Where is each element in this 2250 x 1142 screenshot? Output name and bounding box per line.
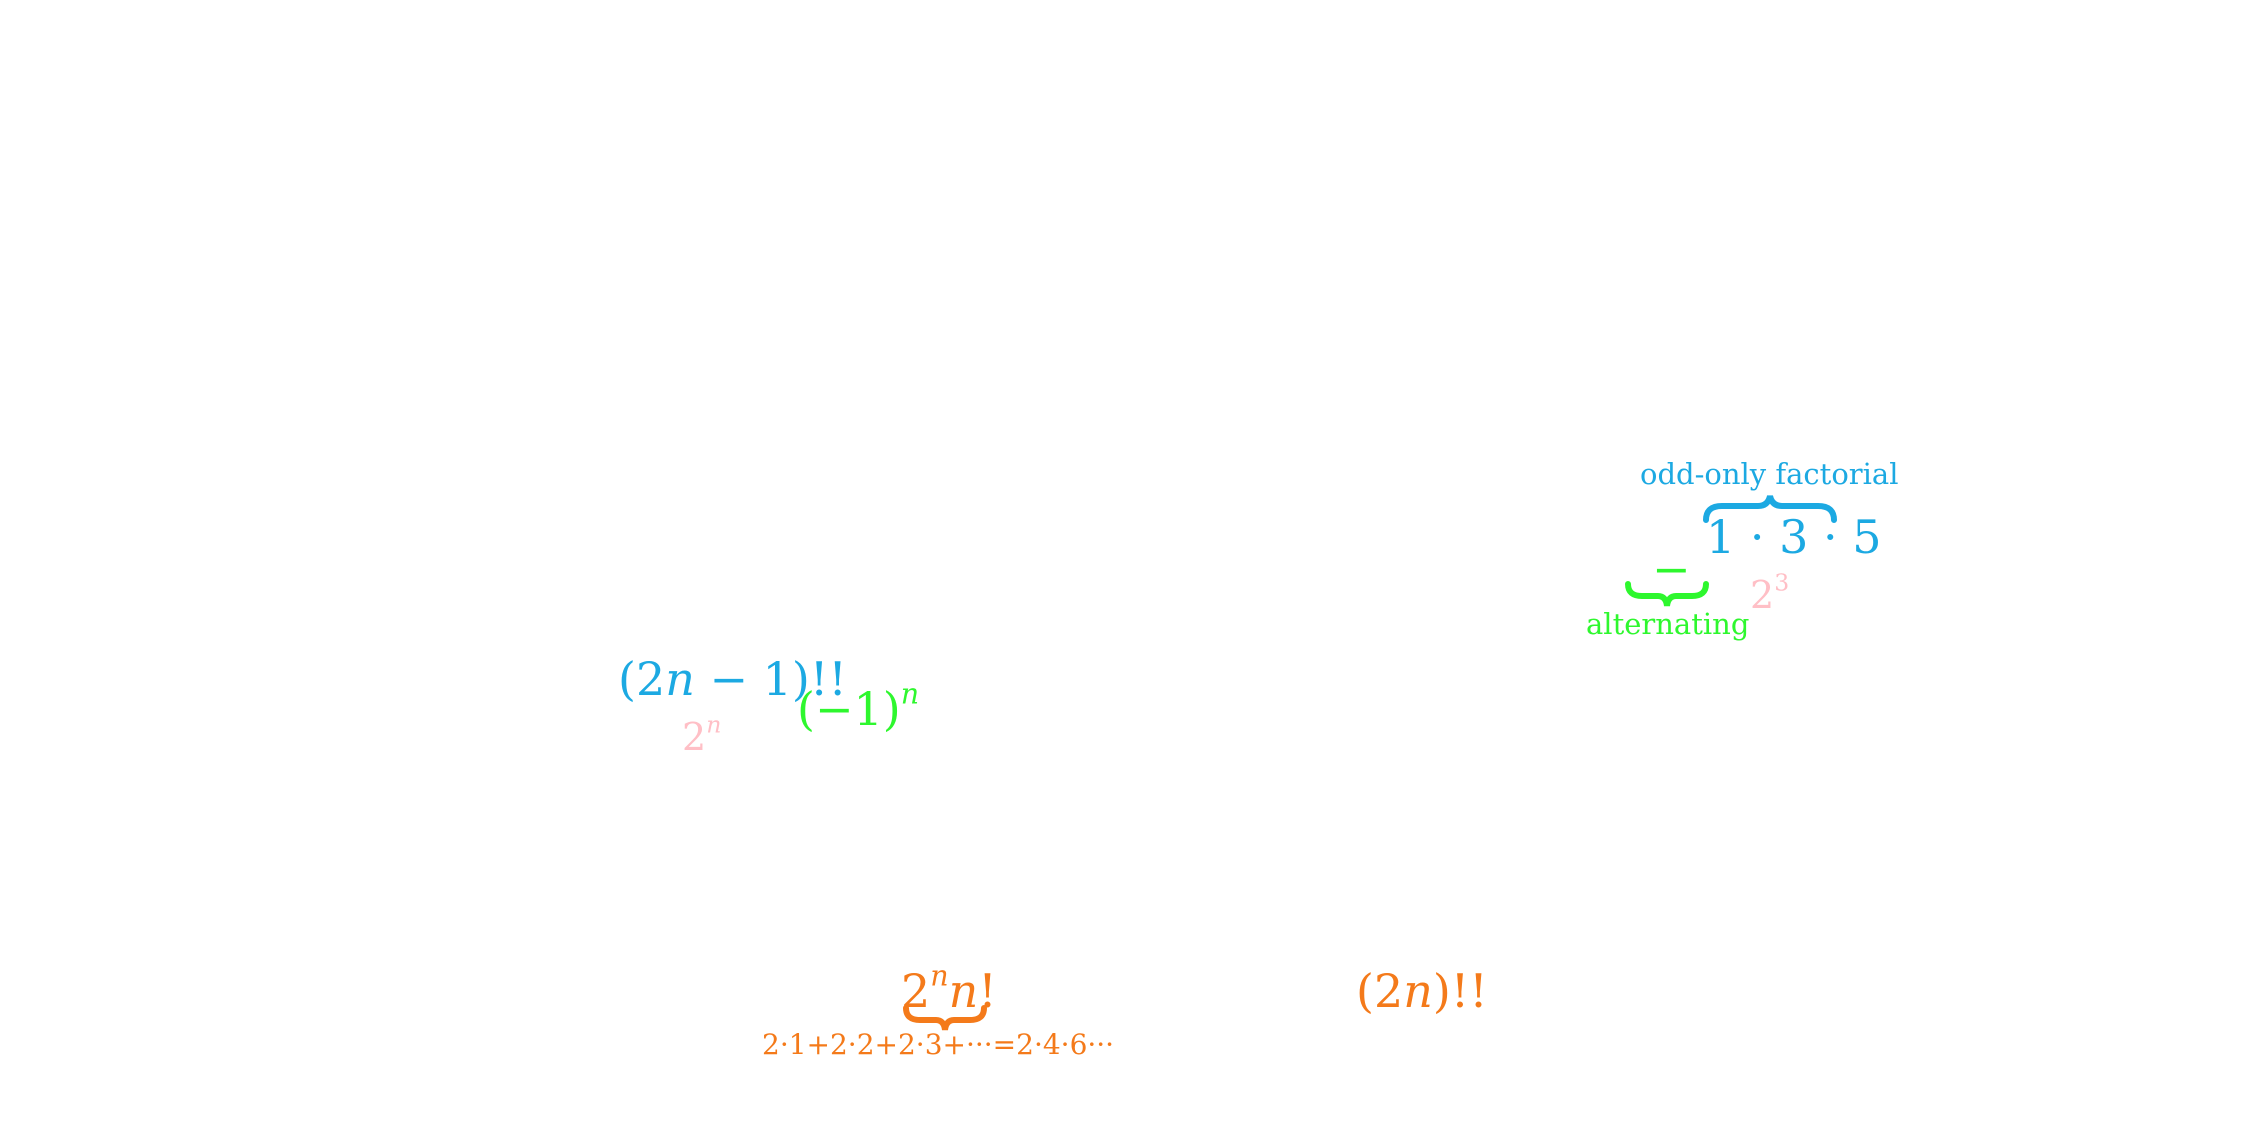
even-sum-label: 2·1+2·2+2·3+···=2·4·6··· [762,1028,1115,1061]
power-of-two-denominator: 2n [682,710,722,759]
overbrace-icon [1703,495,1837,523]
odd-product: 1 · 3 · 5 [1706,510,1882,564]
even-double-factorial: (2n)!! [1356,964,1488,1018]
alternating-sign-term: (−1)n [797,677,920,736]
odd-only-factorial-label: odd-only factorial [1640,457,1899,491]
underbrace-icon [903,1005,987,1031]
alternating-label: alternating [1586,607,1750,641]
underbrace-icon [1625,581,1709,607]
minus-sign: − [1652,542,1691,596]
power-of-two-three: 23 [1750,568,1790,617]
double-factorial-numerator: (2n − 1)!! [618,652,847,706]
